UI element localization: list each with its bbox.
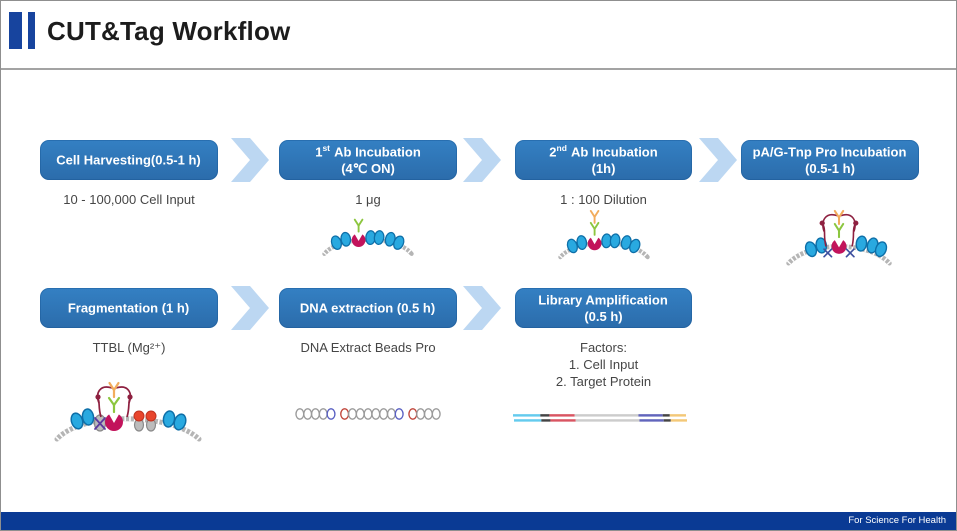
- transposase-icon: [823, 248, 855, 258]
- caption-factor-2: 2. Target Protein: [555, 374, 652, 389]
- transposase-icon: [94, 417, 106, 430]
- secondary-antibody-icon: [108, 381, 120, 399]
- pag-tnp-tether-icon: [96, 386, 132, 418]
- flow-arrow-icon: [463, 138, 501, 182]
- step-box-second-ab-incubation: 2nd Ab Incubation (1h): [515, 140, 692, 180]
- caption-factors: Factors: 1. Cell Input 2. Target Protein: [515, 339, 692, 390]
- step-box-first-ab-incubation: 1st Ab Incubation (4℃ ON): [279, 140, 457, 180]
- step-box-library-amplification: Library Amplification (0.5 h): [515, 288, 692, 328]
- secondary-antibody-icon: [589, 209, 600, 224]
- footer-bar: For Science For Health: [1, 512, 956, 530]
- flow-arrow-icon: [463, 286, 501, 330]
- pag-tnp-tether-icon: [822, 213, 856, 247]
- step-box-label: 1st Ab Incubation: [315, 142, 421, 160]
- step-box-label: DNA extraction (0.5 h): [299, 300, 436, 316]
- flow-arrow-icon: [231, 138, 269, 182]
- title-accent-bar-thin: [28, 12, 35, 49]
- activated-transposase-icon: [145, 410, 157, 422]
- step-box-dna-extraction: DNA extraction (0.5 h): [279, 288, 457, 328]
- caption-factors-title: Factors:: [580, 340, 627, 355]
- primary-antibody-icon: [107, 396, 121, 414]
- fragmentation-illustration: [54, 381, 202, 442]
- caption-antibody-amount: 1 μg: [355, 192, 381, 207]
- secondary-antibody-icon: [833, 209, 845, 226]
- nucleosome-primary-antibody-illustration: [322, 218, 414, 256]
- caption-dilution: 1 : 100 Dilution: [560, 192, 647, 207]
- title-divider: [1, 68, 956, 70]
- title-accent-bar-thick: [9, 12, 22, 49]
- dna-fragments-illustration: [295, 408, 441, 420]
- nucleosome-patnp-complex-illustration: [786, 209, 892, 266]
- step-box-label: Fragmentation (1 h): [67, 300, 190, 316]
- nucleosome-secondary-antibody-illustration: [558, 209, 650, 260]
- library-molecule-illustration: [513, 414, 687, 422]
- step-box-cell-harvesting: Cell Harvesting(0.5-1 h): [40, 140, 218, 180]
- step-box-pag-tnp-pro-incubation: pA/G-Tnp Pro Incubation (0.5-1 h): [741, 140, 919, 180]
- step-box-label-line2: (1h): [591, 160, 616, 176]
- primary-antibody-icon: [353, 218, 364, 233]
- step-box-label: Library Amplification: [538, 292, 668, 308]
- step-box-label-line2: (0.5-1 h): [805, 160, 855, 176]
- flow-arrow-icon: [699, 138, 737, 182]
- caption-factor-1: 1. Cell Input: [568, 357, 639, 372]
- caption-ttbl: TTBL (Mg²⁺): [92, 340, 166, 355]
- flow-arrow-icon: [231, 286, 269, 330]
- step-box-label: pA/G-Tnp Pro Incubation: [752, 144, 907, 160]
- page-title: CUT&Tag Workflow: [47, 16, 291, 46]
- caption-dna-extract-beads: DNA Extract Beads Pro: [300, 340, 436, 355]
- step-box-fragmentation: Fragmentation (1 h): [40, 288, 218, 328]
- step-box-label: Cell Harvesting(0.5-1 h): [56, 152, 201, 168]
- primary-antibody-icon: [589, 221, 600, 236]
- caption-cell-input: 10 - 100,000 Cell Input: [63, 192, 195, 207]
- step-box-label: 2nd Ab Incubation: [549, 142, 658, 160]
- activated-transposase-icon: [133, 410, 145, 422]
- step-box-label-line2: (4℃ ON): [341, 160, 395, 176]
- primary-antibody-icon: [833, 222, 845, 239]
- footer-slogan: For Science For Health: [848, 515, 946, 526]
- step-box-label-line2: (0.5 h): [584, 308, 623, 324]
